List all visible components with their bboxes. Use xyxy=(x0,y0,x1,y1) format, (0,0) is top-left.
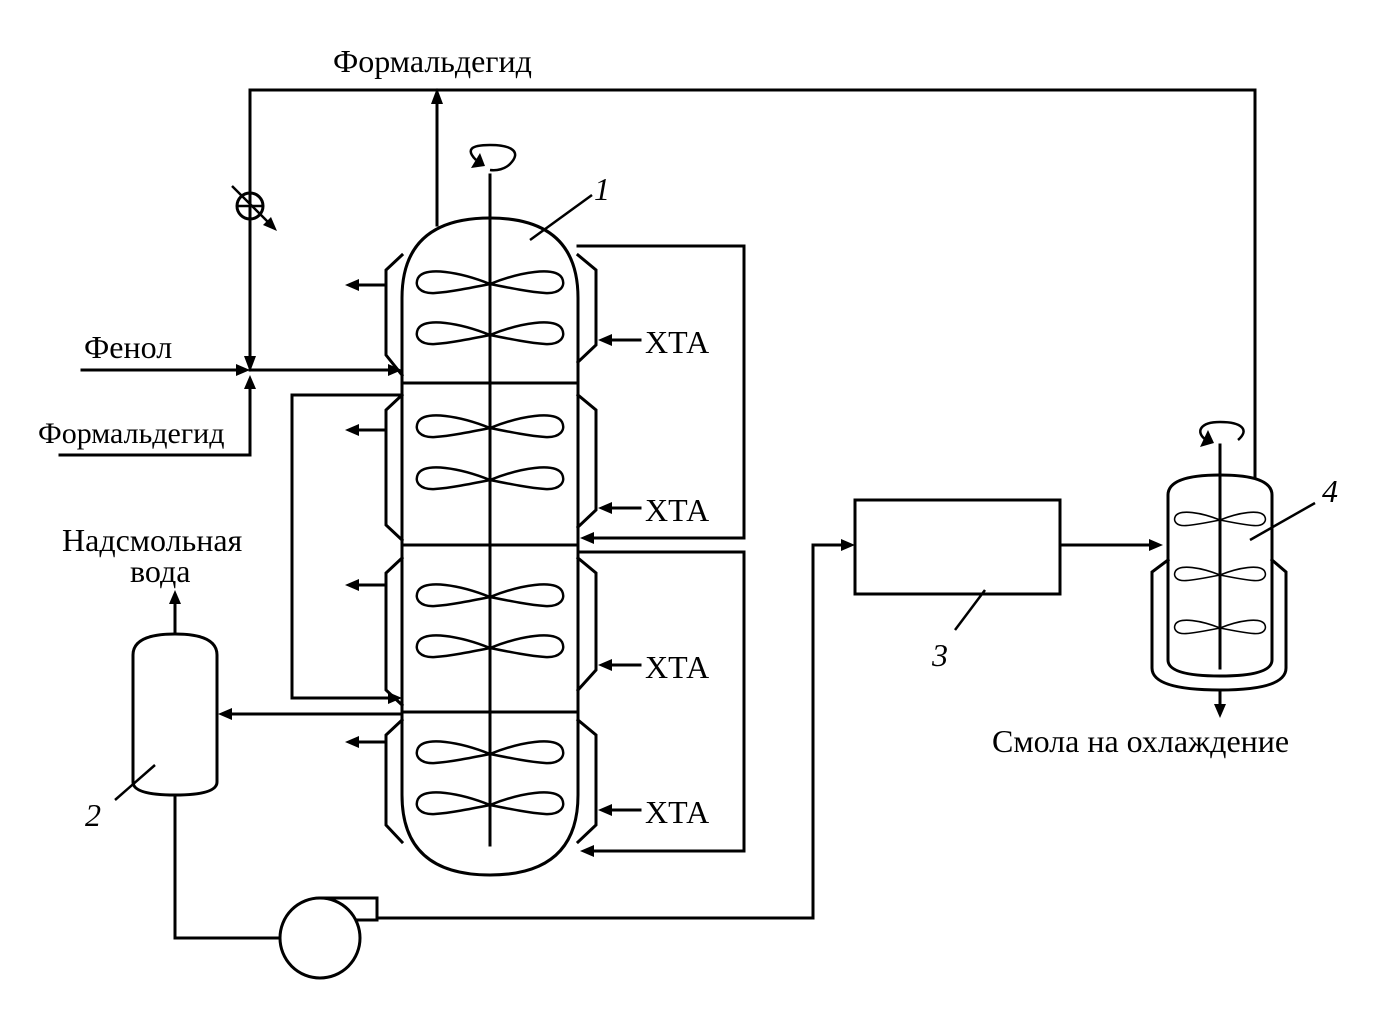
unit-3: 3 xyxy=(853,498,1163,673)
coolant-label-1: ХТА xyxy=(645,324,709,360)
coolant-label-2: ХТА xyxy=(645,492,709,528)
reactor-1: 1 xyxy=(384,143,610,877)
reactor-4: 4 Смола на охлаждение xyxy=(992,420,1338,759)
resin-out-label: Смола на охлаждение xyxy=(992,723,1289,759)
reactor-to-separator xyxy=(218,708,404,720)
phenol-label: Фенол xyxy=(84,329,172,365)
flow-valve-icon xyxy=(231,185,277,231)
coolant-label-3: ХТА xyxy=(645,649,709,685)
coolant-label-4: ХТА xyxy=(645,794,709,830)
unit-3-number: 3 xyxy=(931,637,948,673)
pump-icon xyxy=(278,896,362,980)
pump-line xyxy=(173,539,855,980)
tar-water-label-1: Надсмольная xyxy=(62,522,243,558)
formaldehyde-top-line: Формальдегид xyxy=(333,43,532,227)
internal-left-loop xyxy=(290,393,404,704)
formaldehyde-feed: Формальдегид xyxy=(38,375,256,457)
jacket-outlets xyxy=(345,279,388,748)
reactor-4-number: 4 xyxy=(1322,473,1338,509)
coolant-inlets: ХТА ХТА ХТА ХТА xyxy=(598,324,709,830)
recycle-line xyxy=(244,88,1257,480)
tar-water-label-2: вода xyxy=(130,553,190,589)
formaldehyde-top-label: Формальдегид xyxy=(333,43,532,79)
external-loops xyxy=(576,244,746,857)
phenol-feed: Фенол xyxy=(80,329,402,376)
formaldehyde-left-label: Формальдегид xyxy=(38,417,224,450)
separator-2: Надсмольная вода 2 xyxy=(62,522,243,833)
reactor-1-number: 1 xyxy=(594,171,610,207)
separator-2-number: 2 xyxy=(85,797,101,833)
